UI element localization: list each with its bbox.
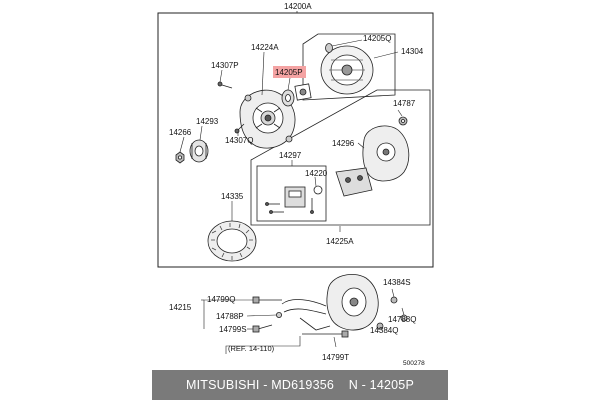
bearing-q-part [325, 43, 333, 53]
rear-bracket-box [302, 33, 396, 101]
label-14297: 14297 [279, 151, 302, 160]
bolt-14799s-part [252, 324, 273, 333]
regulator-box [256, 165, 327, 222]
label-14799s: 14799S [219, 325, 247, 334]
ref-leader [225, 336, 301, 354]
label-14307q: 14307Q [225, 136, 253, 145]
footer-part-number: MD619356 [271, 378, 335, 392]
part-footer-bar: MITSUBISHI - MD619356 N - 14205P [152, 370, 448, 400]
label-14799t: 14799T [322, 353, 349, 362]
label-14384q: 14384Q [370, 326, 398, 335]
footer-spacer [334, 378, 349, 392]
label-14799q: 14799Q [207, 295, 235, 304]
footer-position-code: N - 14205P [348, 378, 414, 392]
label-14384s: 14384S [383, 278, 411, 287]
label-14266: 14266 [169, 128, 192, 137]
pulley-nut-part [175, 151, 185, 164]
label-14225a: 14225A [326, 237, 354, 246]
label-14205q: 14205Q [363, 34, 391, 43]
label-14205p[interactable]: 14205P [275, 68, 303, 77]
assembly-outline [157, 12, 434, 268]
bolt-14799q-part [252, 296, 282, 304]
label-14220: 14220 [305, 169, 328, 178]
highlight-box [273, 66, 306, 78]
label-14304: 14304 [401, 47, 424, 56]
mount-bracket-part [281, 299, 331, 331]
stator-part [207, 220, 257, 262]
label-14293: 14293 [196, 117, 219, 126]
washer-14788p-part [275, 311, 282, 318]
cover-nut-part [398, 116, 408, 126]
footer-separator: - [259, 378, 272, 392]
label-14335: 14335 [221, 192, 244, 201]
label-14296: 14296 [332, 139, 355, 148]
label-14224a: 14224A [251, 43, 279, 52]
nut-14384s-part [390, 296, 398, 304]
leader-lines [179, 39, 405, 348]
pulley-part [189, 139, 209, 163]
rectifier-box [250, 89, 431, 226]
front-bracket-part [239, 89, 296, 149]
bolt-14307p-part [217, 81, 233, 89]
figure-code: 500278 [403, 360, 425, 367]
footer-brand: MITSUBISHI [186, 378, 260, 392]
bearing-part [281, 89, 295, 107]
label-14307p: 14307P [211, 61, 239, 70]
label-14215: 14215 [169, 303, 192, 312]
alternator-body-part [326, 274, 379, 331]
retainer-plate-part [294, 83, 312, 101]
regulator-part [265, 185, 323, 214]
rectifier-board-part [335, 167, 373, 197]
label-14787: 14787 [393, 99, 416, 108]
label-14788q: 14788Q [388, 315, 416, 324]
label-14788p: 14788P [216, 312, 244, 321]
label-14200a: 14200A [284, 2, 312, 11]
rear-bracket-part [320, 45, 374, 95]
label-ref: (REF. 14-110) [228, 344, 275, 353]
bolt-14799t-part [302, 330, 349, 338]
rectifier-cover-part [362, 125, 410, 182]
